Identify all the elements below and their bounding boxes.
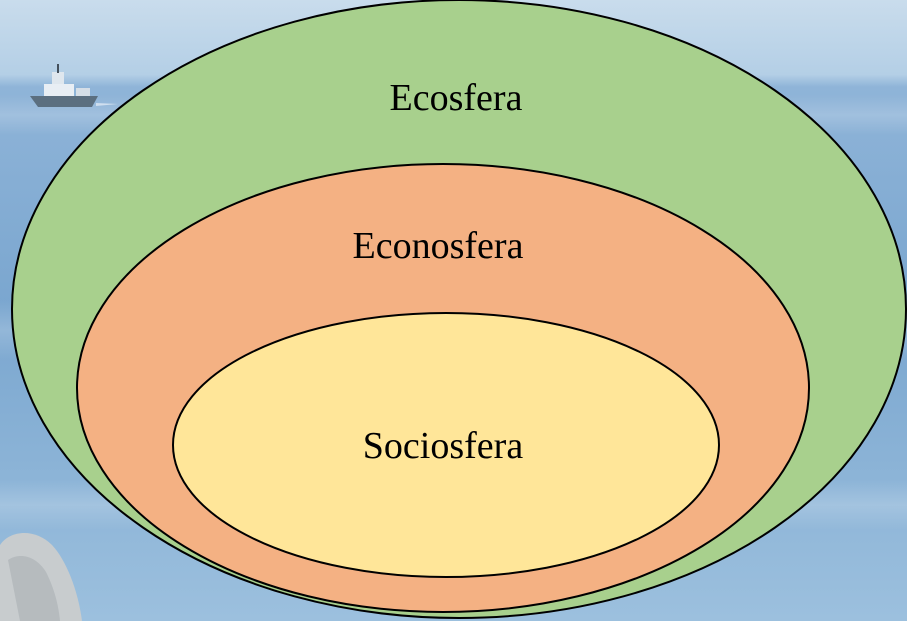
sociosfera-ellipse: [172, 312, 720, 578]
ecosfera-label: Ecosfera: [390, 77, 523, 119]
sociosfera-label: Sociosfera: [363, 425, 524, 467]
rock-image: [0, 532, 82, 621]
econosfera-label: Econosfera: [353, 225, 524, 267]
boat-image: [30, 64, 118, 107]
